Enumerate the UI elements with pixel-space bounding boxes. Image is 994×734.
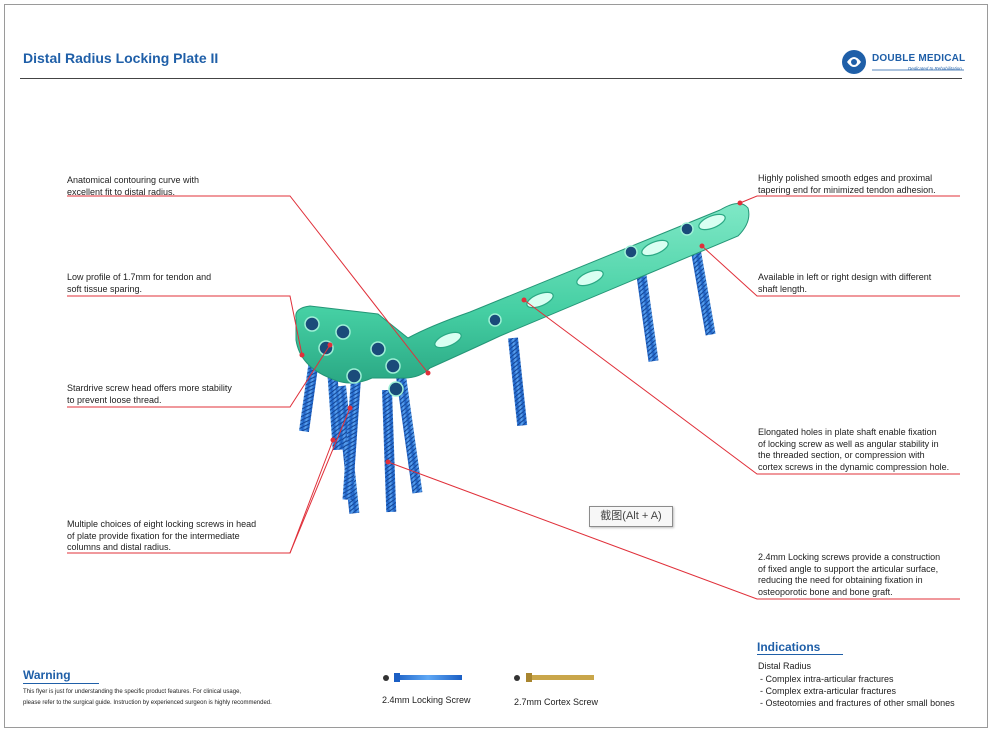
callout-stardrive: Stardrive screw head offers more stabili… bbox=[67, 383, 232, 405]
callout-polished: Highly polished smooth edges and proxima… bbox=[758, 173, 936, 195]
plate-holes bbox=[304, 222, 694, 397]
brand-name: DOUBLE MEDICAL bbox=[872, 53, 966, 64]
screenshot-tooltip: 截图(Alt + A) bbox=[589, 506, 673, 527]
cortex-screw-label: 2.7mm Cortex Screw bbox=[514, 697, 599, 707]
cortex-screw-icon bbox=[514, 673, 594, 682]
brand-tagline: Dedicated to Rehabilitation bbox=[908, 66, 962, 71]
head-screws bbox=[299, 359, 423, 514]
double-medical-logo-icon bbox=[842, 50, 964, 74]
title-divider bbox=[20, 78, 962, 79]
indications-title: Indications bbox=[757, 640, 821, 654]
indications-list: - Complex intra-articular fractures - Co… bbox=[760, 673, 955, 709]
callout-locking: 2.4mm Locking screws provide a construct… bbox=[758, 552, 941, 597]
indications-heading: Distal Radius bbox=[758, 661, 812, 671]
page-title: Distal Radius Locking Plate II bbox=[23, 50, 219, 66]
leader-lines bbox=[67, 195, 960, 600]
list-item: - Complex intra-articular fractures bbox=[760, 674, 894, 684]
page-border bbox=[4, 4, 988, 728]
list-item: - Complex extra-articular fractures bbox=[760, 686, 897, 696]
callout-design: Available in left or right design with d… bbox=[758, 272, 932, 294]
indications-divider bbox=[757, 654, 843, 655]
leader-dots bbox=[299, 200, 743, 465]
callout-multiple: Multiple choices of eight locking screws… bbox=[67, 519, 257, 552]
locking-screw-label: 2.4mm Locking Screw bbox=[382, 695, 471, 705]
locking-screw-icon bbox=[383, 673, 462, 682]
list-item: - Osteotomies and fractures of other sma… bbox=[760, 698, 955, 708]
callout-profile: Low profile of 1.7mm for tendon and soft… bbox=[67, 272, 212, 294]
shaft-screws bbox=[508, 245, 716, 427]
warning-divider bbox=[23, 683, 99, 684]
shaft-slots bbox=[434, 213, 726, 349]
callout-elongated: Elongated holes in plate shaft enable fi… bbox=[758, 427, 950, 472]
callout-contour: Anatomical contouring curve with excelle… bbox=[67, 175, 200, 197]
warning-text: This flyer is just for understanding the… bbox=[23, 689, 272, 706]
warning-title: Warning bbox=[23, 668, 71, 682]
